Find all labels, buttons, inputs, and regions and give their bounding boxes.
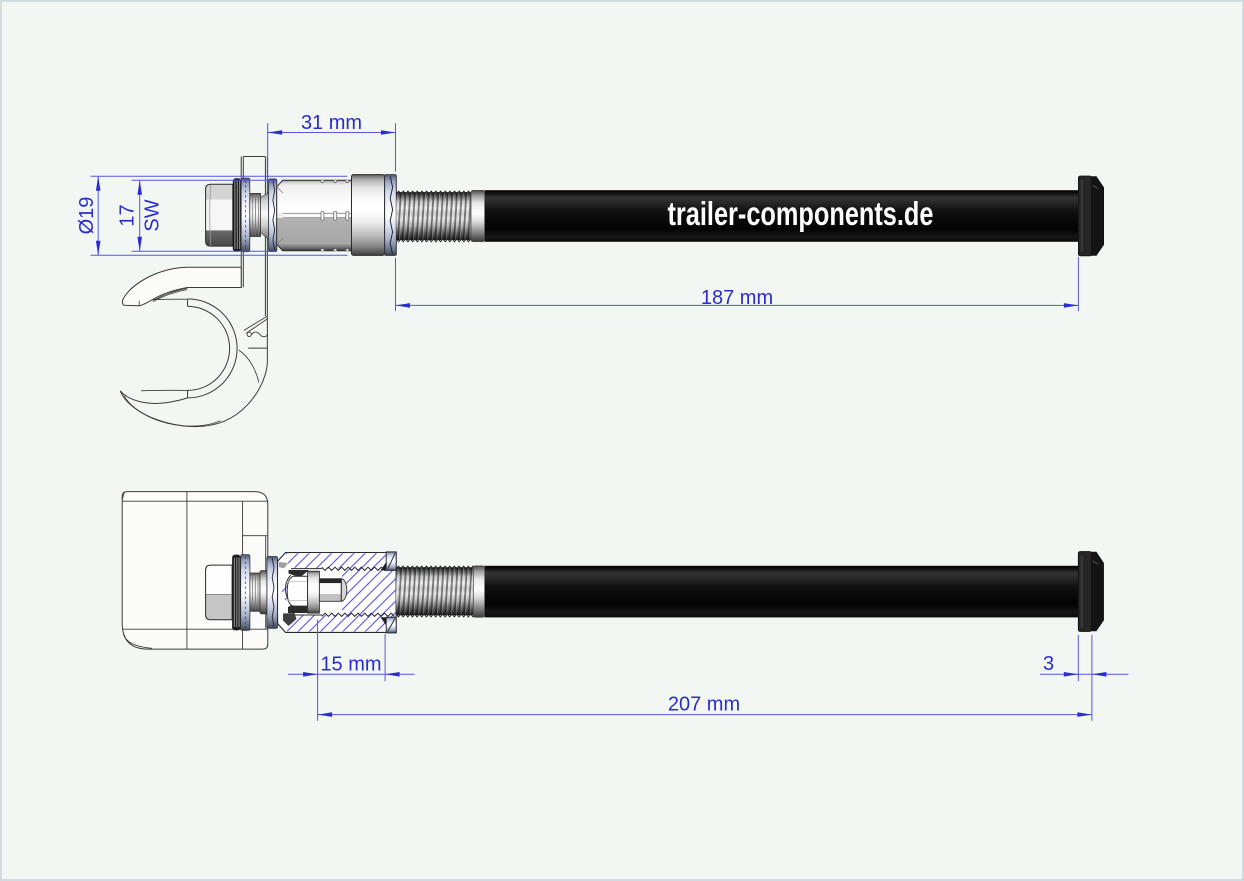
svg-text:31 mm: 31 mm <box>301 112 362 134</box>
svg-text:187 mm: 187 mm <box>701 287 773 309</box>
svg-text:SW: SW <box>142 199 164 231</box>
svg-text:3: 3 <box>1043 653 1054 675</box>
svg-text:Ø19: Ø19 <box>76 197 98 235</box>
svg-text:17: 17 <box>117 204 139 226</box>
svg-text:207 mm: 207 mm <box>668 693 740 715</box>
svg-text:trailer-components.de: trailer-components.de <box>668 195 934 232</box>
svg-text:15 mm: 15 mm <box>320 653 381 675</box>
